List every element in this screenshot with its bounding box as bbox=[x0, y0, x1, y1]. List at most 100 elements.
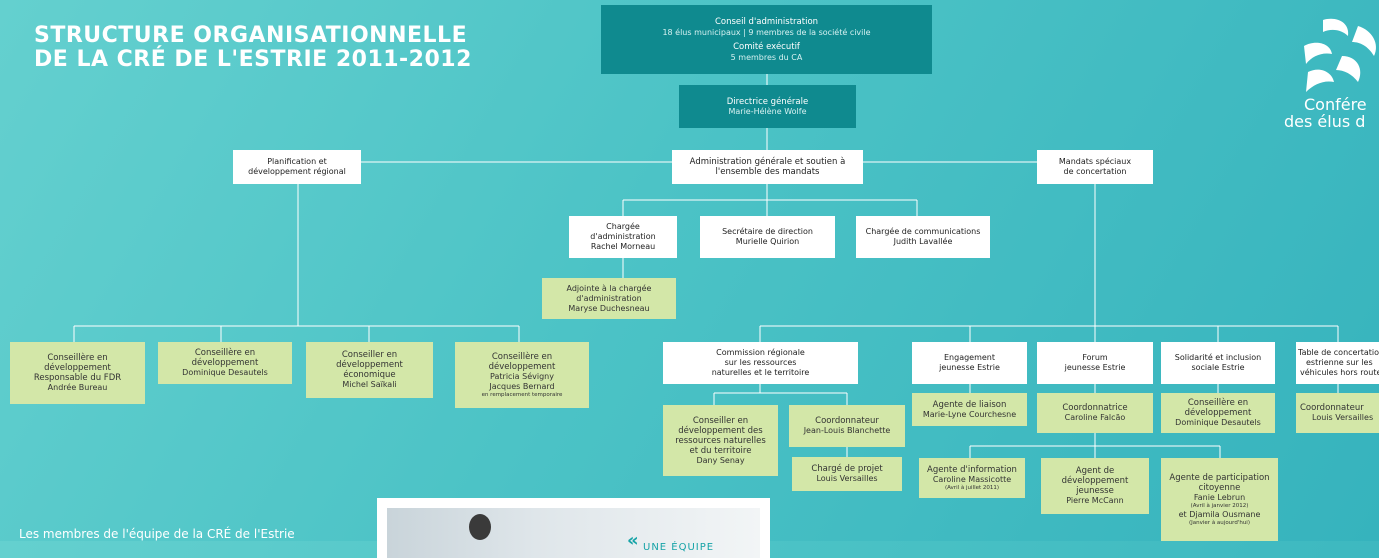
forum-coord-name: Caroline Falcão bbox=[1064, 413, 1126, 422]
c2-line-1: Conseillère en bbox=[194, 348, 256, 358]
forum-coord-title: Coordonnatrice bbox=[1062, 403, 1128, 413]
adjointe-line-2: d'administration bbox=[576, 293, 642, 303]
forum-dev-line-3: jeunesse bbox=[1076, 486, 1114, 496]
crrnt-conseiller-line-1: Conseiller en bbox=[692, 415, 749, 426]
c3-line-1: Conseiller en bbox=[341, 350, 398, 360]
communications-box: Chargée de communications Judith Lavallé… bbox=[856, 216, 990, 258]
title-line-2: de la CRÉ de l'Estrie 2011-2012 bbox=[34, 47, 472, 72]
chargee-administration-box: Chargée d'administration Rachel Morneau bbox=[569, 216, 677, 258]
c2-line-2: développement bbox=[191, 358, 259, 368]
commission-line-1: Commission régionale bbox=[716, 348, 805, 357]
table-line-1: Table de concertation bbox=[1298, 348, 1379, 357]
forum-info-name: Caroline Massicotte bbox=[932, 474, 1012, 484]
team-caption: Les membres de l'équipe de la CRÉ de l'E… bbox=[19, 527, 295, 541]
c1-line-1: Conseillère en bbox=[47, 353, 108, 363]
forum-line-2: jeunesse Estrie bbox=[1064, 363, 1126, 372]
planning-conseiller-economique: Conseiller en développement économique M… bbox=[306, 342, 433, 398]
engagement-agent-box: Agente de liaison Marie-Lyne Courchesne bbox=[912, 393, 1027, 426]
forum-dev-line-2: développement bbox=[1061, 476, 1129, 486]
crrnt-conseiller-line-3: ressources naturelles bbox=[675, 435, 766, 446]
solidarite-line-1: Solidarité et inclusion bbox=[1174, 353, 1262, 362]
forum-dev-name: Pierre McCann bbox=[1066, 496, 1124, 505]
connector-lines bbox=[0, 0, 1379, 541]
crrnt-coord-title: Coordonnateur bbox=[815, 416, 879, 426]
table-coord-title: Coordonnateur bbox=[1300, 403, 1364, 413]
branch-admin-line-1: Administration générale et soutien à bbox=[689, 157, 846, 167]
table-coord-name: Louis Versailles bbox=[1312, 413, 1374, 422]
communications-name: Judith Lavallée bbox=[893, 237, 953, 246]
c2-name: Dominique Desautels bbox=[182, 368, 268, 377]
branch-mandates-line-2: de concertation bbox=[1063, 167, 1127, 176]
c1-name: Andrée Bureau bbox=[47, 383, 108, 392]
logo-text-line-2: des élus d bbox=[1284, 112, 1366, 131]
c4-line-2: développement bbox=[488, 361, 556, 372]
engagement-line-2: jeunesse Estrie bbox=[939, 363, 1000, 372]
adjointe-name: Maryse Duchesneau bbox=[568, 303, 650, 313]
branch-mandates: Mandats spéciaux de concertation bbox=[1037, 150, 1153, 184]
crrnt-projet-name: Louis Versailles bbox=[816, 474, 878, 483]
crrnt-projet-title: Chargé de projet bbox=[811, 464, 883, 474]
director-box: Directrice générale Marie-Hélène Wolfe bbox=[679, 85, 856, 128]
forum-info-title: Agente d'information bbox=[927, 464, 1017, 475]
crrnt-conseiller-name: Dany Senay bbox=[696, 455, 745, 465]
page-title: Structure organisationnelle de la CRÉ de… bbox=[34, 24, 472, 72]
committee-subtitle: 5 membres du CA bbox=[730, 52, 803, 62]
adjointe-line-1: Adjointe à la chargée bbox=[566, 283, 652, 293]
board-box: Conseil d'administration 18 élus municip… bbox=[601, 5, 932, 74]
forum-participation-line-1: Agente de participation bbox=[1169, 472, 1270, 483]
forum-dev-line-1: Agent de bbox=[1075, 466, 1115, 476]
title-line-1: Structure organisationnelle bbox=[34, 23, 468, 48]
cre-logo-icon bbox=[1304, 18, 1377, 92]
branch-planning-line-1: Planification et bbox=[267, 157, 327, 166]
planning-conseillere-sevigny: Conseillère en développement Patricia Sé… bbox=[455, 342, 589, 408]
forum-coordonnatrice-box: Coordonnatrice Caroline Falcão bbox=[1037, 393, 1153, 433]
quote-text: UNE ÉQUIPE bbox=[643, 542, 715, 553]
forum-participation-line-2: citoyenne bbox=[1198, 482, 1241, 493]
c3-line-3: économique bbox=[343, 370, 396, 380]
table-line-3: véhicules hors route bbox=[1300, 368, 1379, 377]
solidarite-conseiller-line-2: développement bbox=[1184, 408, 1252, 418]
c4-line-1: Conseillère en bbox=[491, 351, 553, 362]
commission-line-2: sur les ressources bbox=[724, 358, 797, 367]
solidarite-conseillere-box: Conseillère en développement Dominique D… bbox=[1161, 393, 1275, 433]
committee-title: Comité exécutif bbox=[733, 41, 800, 52]
chargee-name: Rachel Morneau bbox=[590, 242, 656, 251]
table-coordonnateur-box: Coordonnateur Louis Versailles bbox=[1296, 393, 1379, 433]
forum-participation-name-2: et Djamila Ousmane bbox=[1178, 509, 1261, 519]
director-title: Directrice générale bbox=[726, 96, 809, 107]
person-photo-icon bbox=[469, 514, 491, 540]
solidarite-conseiller-line-1: Conseillère en bbox=[1187, 398, 1249, 408]
board-title: Conseil d'administration bbox=[714, 16, 819, 27]
forum-agent-developpement-box: Agent de développement jeunesse Pierre M… bbox=[1041, 458, 1149, 514]
c3-line-2: développement bbox=[336, 360, 403, 370]
crrnt-coordonnateur-box: Coordonnateur Jean-Louis Blanchette bbox=[789, 405, 905, 447]
director-name: Marie-Hélène Wolfe bbox=[728, 106, 807, 116]
branch-admin-line-2: l'ensemble des mandats bbox=[715, 167, 820, 177]
forum-participation-name-1: Fanie Lebrun bbox=[1193, 492, 1246, 502]
crrnt-coord-name: Jean-Louis Blanchette bbox=[803, 426, 891, 435]
forum-line-1: Forum bbox=[1082, 353, 1108, 362]
forum-info-note: (Avril à juillet 2011) bbox=[944, 484, 1000, 491]
forum-agente-information-box: Agente d'information Caroline Massicotte… bbox=[919, 458, 1025, 498]
branch-planning-line-2: développement régional bbox=[248, 167, 346, 176]
mandate-table: Table de concertation estrienne sur les … bbox=[1296, 342, 1379, 384]
branch-mandates-line-1: Mandats spéciaux bbox=[1058, 157, 1132, 166]
branch-admin: Administration générale et soutien à l'e… bbox=[672, 150, 863, 184]
solidarite-conseiller-name: Dominique Desautels bbox=[1175, 418, 1261, 427]
c1-line-2: développement bbox=[44, 363, 111, 373]
crrnt-conseiller-line-2: développement des bbox=[678, 425, 763, 436]
mandate-solidarite: Solidarité et inclusion sociale Estrie bbox=[1161, 342, 1275, 384]
secretaire-title: Secrétaire de direction bbox=[722, 227, 813, 236]
forum-agente-participation-box: Agente de participation citoyenne Fanie … bbox=[1161, 458, 1278, 541]
planning-conseillere-fdr: Conseillère en développement Responsable… bbox=[10, 342, 145, 404]
team-photo: « UNE ÉQUIPE bbox=[387, 508, 760, 558]
secretaire-box: Secrétaire de direction Murielle Quirion bbox=[700, 216, 835, 258]
board-subtitle: 18 élus municipaux | 9 membres de la soc… bbox=[662, 27, 871, 37]
mandate-forum: Forum jeunesse Estrie bbox=[1037, 342, 1153, 384]
chargee-line-2: d'administration bbox=[590, 232, 656, 241]
logo-text-line-1: Confére bbox=[1304, 95, 1367, 114]
c4-name-2: Jacques Bernard bbox=[489, 381, 555, 391]
engagement-agent-name: Marie-Lyne Courchesne bbox=[922, 409, 1017, 419]
adjointe-box: Adjointe à la chargée d'administration M… bbox=[542, 278, 676, 319]
planning-conseillere-desautels: Conseillère en développement Dominique D… bbox=[158, 342, 292, 384]
